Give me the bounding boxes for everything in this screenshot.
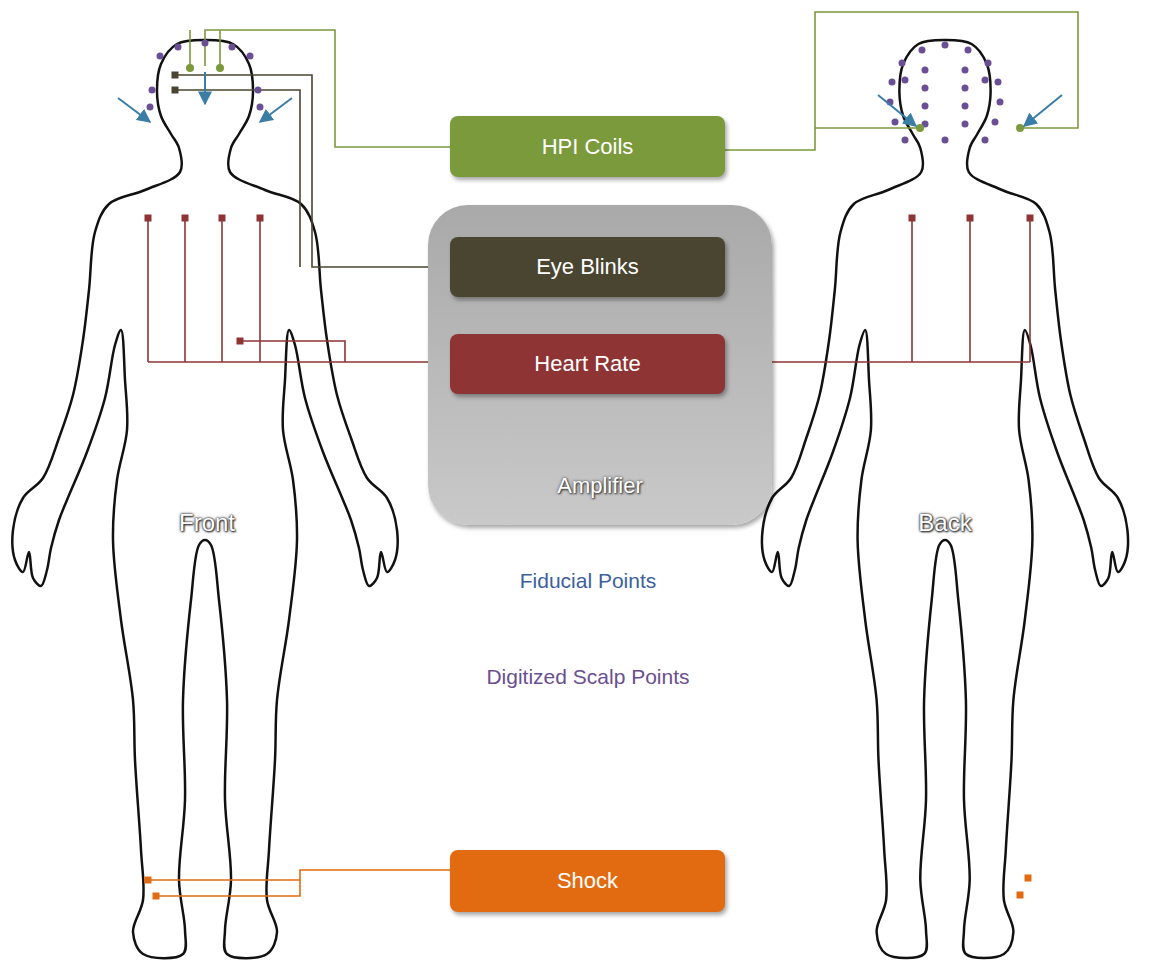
sensor-dot <box>1016 124 1024 132</box>
legend-text: Fiducial Points <box>458 568 718 594</box>
sensor-dot <box>916 124 924 132</box>
sensor-dot <box>247 53 254 60</box>
sensor-dot <box>922 67 929 74</box>
wire <box>147 218 149 362</box>
shock-box: Shock <box>450 850 725 912</box>
sensor-dot <box>962 121 969 128</box>
sensor-dot <box>255 87 262 94</box>
wire <box>175 90 300 267</box>
sensor-dot <box>919 47 926 54</box>
sensor-dot <box>922 85 929 92</box>
sensor-dot <box>216 64 224 72</box>
fiducial-arrow <box>1024 95 1062 126</box>
wire <box>240 341 345 362</box>
legend-text: Digitized Scalp Points <box>478 664 698 690</box>
sensor-dot <box>892 119 899 126</box>
sensor-dot <box>202 40 209 47</box>
sensor-dot <box>997 99 1004 106</box>
sensor-dot <box>982 137 989 144</box>
box-label: Heart Rate <box>534 351 640 377</box>
wire <box>175 75 452 267</box>
sensor-dot <box>942 42 949 49</box>
electrode <box>182 215 189 222</box>
sensor-dot <box>922 103 929 110</box>
group-label: Amplifier <box>428 473 772 499</box>
sensor-dot <box>175 44 182 51</box>
electrode <box>145 877 152 884</box>
body-outline <box>762 40 1128 958</box>
wire <box>969 218 971 362</box>
sensor-dot <box>257 104 264 111</box>
sensor-dot <box>186 64 194 72</box>
electrode <box>172 72 179 79</box>
box-label: HPI Coils <box>542 134 634 160</box>
electrode <box>1017 892 1024 899</box>
wire <box>722 12 1078 150</box>
sensor-dot <box>899 60 906 67</box>
channel-box: Heart Rate <box>450 334 725 394</box>
wire <box>815 127 920 129</box>
electrode <box>1025 875 1032 882</box>
electrode <box>1027 215 1034 222</box>
sensor-dot <box>147 104 154 111</box>
sensor-dot <box>962 85 969 92</box>
sensor-dot <box>902 137 909 144</box>
wire <box>184 218 186 362</box>
fiducial-arrow <box>260 98 292 122</box>
wire <box>148 870 452 880</box>
sensor-dot <box>965 47 972 54</box>
sensor-dot <box>229 44 236 51</box>
sensor-dot <box>889 79 896 86</box>
electrode <box>257 215 264 222</box>
fiducial-arrow <box>204 72 206 104</box>
electrode <box>967 215 974 222</box>
amplifier-group: Amplifier Eye BlinksHeart Rate <box>428 205 772 525</box>
wire <box>911 218 913 362</box>
wire <box>189 30 191 66</box>
electrode <box>219 215 226 222</box>
wire <box>219 30 221 66</box>
fiducial-arrow <box>878 95 916 126</box>
view-label: Front <box>127 508 287 538</box>
sensor-dot <box>149 87 156 94</box>
sensor-dot <box>992 119 999 126</box>
sensor-dot <box>157 53 164 60</box>
sensor-dot <box>962 67 969 74</box>
wire <box>1029 218 1031 362</box>
wire <box>156 880 300 896</box>
sensor-dot <box>985 60 992 67</box>
sensor-dot <box>982 77 989 84</box>
electrode <box>145 215 152 222</box>
electrode <box>172 87 179 94</box>
electrode <box>153 893 160 900</box>
wire <box>148 361 452 363</box>
electrode <box>237 338 244 345</box>
coil-box: HPI Coils <box>450 116 725 177</box>
sensor-dot <box>902 77 909 84</box>
sensor-dot <box>942 137 949 144</box>
electrode <box>909 215 916 222</box>
sensor-dot <box>962 103 969 110</box>
box-label: Shock <box>557 868 618 894</box>
wire <box>205 30 452 147</box>
fiducial-arrow <box>118 98 150 122</box>
sensor-dot <box>995 79 1002 86</box>
body-outline <box>12 40 397 958</box>
channel-box: Eye Blinks <box>450 237 725 297</box>
box-label: Eye Blinks <box>536 254 639 280</box>
wire <box>221 218 223 362</box>
view-label: Back <box>865 508 1025 538</box>
